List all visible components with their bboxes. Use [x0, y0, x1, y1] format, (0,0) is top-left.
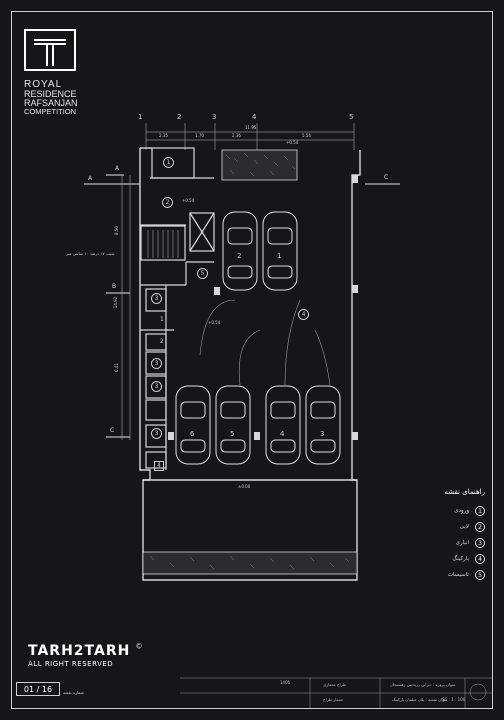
- room-num-entry: 1: [163, 157, 174, 168]
- room-num-s1: 1: [160, 316, 164, 323]
- logo-icon: [24, 29, 76, 71]
- car-2: [222, 211, 258, 291]
- legend-label: لابی: [459, 524, 469, 530]
- tb-date: 1405: [280, 680, 291, 685]
- car-num-2: 2: [237, 252, 242, 260]
- level-3: ±0.00: [238, 484, 251, 489]
- brand-block: TARH2TARH © ALL RIGHT RESERVED: [28, 640, 142, 668]
- legend-num: 1: [475, 506, 485, 516]
- logo-title: ROYAL RESIDENCE RAFSANJAN COMPETITION: [24, 80, 94, 116]
- dim-2: 1.70: [195, 133, 204, 138]
- section-markers: [84, 174, 400, 438]
- legend-label: ورودی: [454, 508, 469, 514]
- legend-item: 5 تاسیسات: [395, 568, 485, 582]
- room-num-mech: 5: [197, 268, 208, 279]
- dim-total: 11.95: [245, 125, 257, 130]
- tb-architect: معمار طراح: [323, 697, 343, 702]
- car-num-3: 3: [320, 430, 325, 438]
- legend-label: انباری: [455, 540, 469, 546]
- room-num-storage-2: 3: [151, 358, 162, 369]
- room-num-storage-3: 3: [151, 381, 162, 392]
- tb-designer: طراح معماری: [323, 682, 347, 687]
- grid-num-3: 3: [212, 113, 217, 121]
- legend-item: 4 پارکینگ: [395, 552, 485, 566]
- logo-line-2: RESIDENCE: [24, 89, 77, 99]
- legend-num: 3: [475, 538, 485, 548]
- room-num-lobby: 2: [162, 197, 173, 208]
- dim-1: 2.35: [159, 133, 168, 138]
- logo-line-4: COMPETITION: [24, 107, 77, 116]
- grid-num-4: 4: [252, 113, 257, 121]
- car-num-6: 6: [190, 430, 195, 438]
- car-3: [305, 385, 341, 465]
- legend-num: 5: [475, 570, 485, 580]
- legend-item: 2 لابی: [395, 520, 485, 534]
- grid-num-5: 5: [349, 113, 354, 121]
- dim-v1: 8.50: [113, 226, 119, 235]
- logo-line-3: RAFSANJAN: [24, 98, 78, 108]
- legend-item: 3 انباری: [395, 536, 485, 550]
- legend-title: راهنمای نقشه: [444, 488, 486, 496]
- grid-num-1: 1: [138, 113, 143, 121]
- room-num-4-small: 4: [154, 461, 164, 471]
- grid-axes: [121, 123, 355, 440]
- legend-num: 2: [475, 522, 485, 532]
- stair: [147, 230, 179, 258]
- sheet-label: شماره نقشه: [63, 690, 85, 695]
- section-c: C: [110, 427, 115, 434]
- plan-legend: راهنمای نقشه 1 ورودی 2 لابی 3 انباری 4 پ…: [395, 488, 485, 584]
- section-a-top: A: [115, 165, 120, 172]
- section-c-right: C: [384, 174, 389, 181]
- tb-scale: SC : 1 : 100: [442, 697, 466, 702]
- level-1: +0.54: [182, 198, 195, 203]
- car-num-4: 4: [280, 430, 285, 438]
- section-a-left: A: [88, 175, 93, 182]
- room-num-storage-1: 3: [151, 293, 162, 304]
- brand-rights: ALL RIGHT RESERVED: [28, 660, 114, 668]
- room-num-s2: 2: [160, 338, 164, 345]
- brand-registered: ©: [135, 642, 143, 651]
- level-4: +0.54: [286, 140, 299, 145]
- tb-drawing: عنوان نقشه : پلان مبلمان پارکینگ: [392, 697, 449, 702]
- stair-note: شیب ۱۷ درصد ۱۰ سانتی متر: [66, 251, 115, 256]
- car-4: [265, 385, 301, 465]
- section-b: B: [112, 283, 117, 290]
- car-num-5: 5: [230, 430, 235, 438]
- dim-4: 5.54: [302, 133, 311, 138]
- planter-top: [221, 149, 298, 181]
- room-num-storage-4: 3: [151, 428, 162, 439]
- car-num-1: 1: [277, 252, 282, 260]
- planter-bottom: [142, 551, 358, 575]
- interior-walls: [140, 147, 215, 470]
- dim-v3: 6.41: [113, 363, 119, 372]
- car-6: [175, 385, 211, 465]
- car-5: [215, 385, 251, 465]
- legend-label: پارکینگ: [452, 556, 469, 562]
- sheet-number: 01 / 16: [16, 682, 60, 696]
- brand-name: TARH2TARH: [28, 643, 131, 659]
- legend-label: تاسیسات: [447, 572, 469, 578]
- room-num-parking: 4: [298, 309, 309, 320]
- turning-paths: [199, 299, 331, 386]
- car-1: [262, 211, 298, 291]
- dim-3: 2.36: [232, 133, 241, 138]
- legend-item: 1 ورودی: [395, 504, 485, 518]
- tb-project: عنوان پروژه : دیزاین رزیدنس رفسنجان: [390, 682, 456, 687]
- legend-num: 4: [475, 554, 485, 564]
- columns: [168, 175, 358, 440]
- logo-line-1: ROYAL: [24, 79, 63, 90]
- dim-v2: 14.92: [113, 296, 119, 309]
- level-2: +0.54: [208, 320, 221, 325]
- drawing-frame: [11, 11, 493, 709]
- cars: [175, 211, 341, 465]
- grid-num-2: 2: [177, 113, 182, 121]
